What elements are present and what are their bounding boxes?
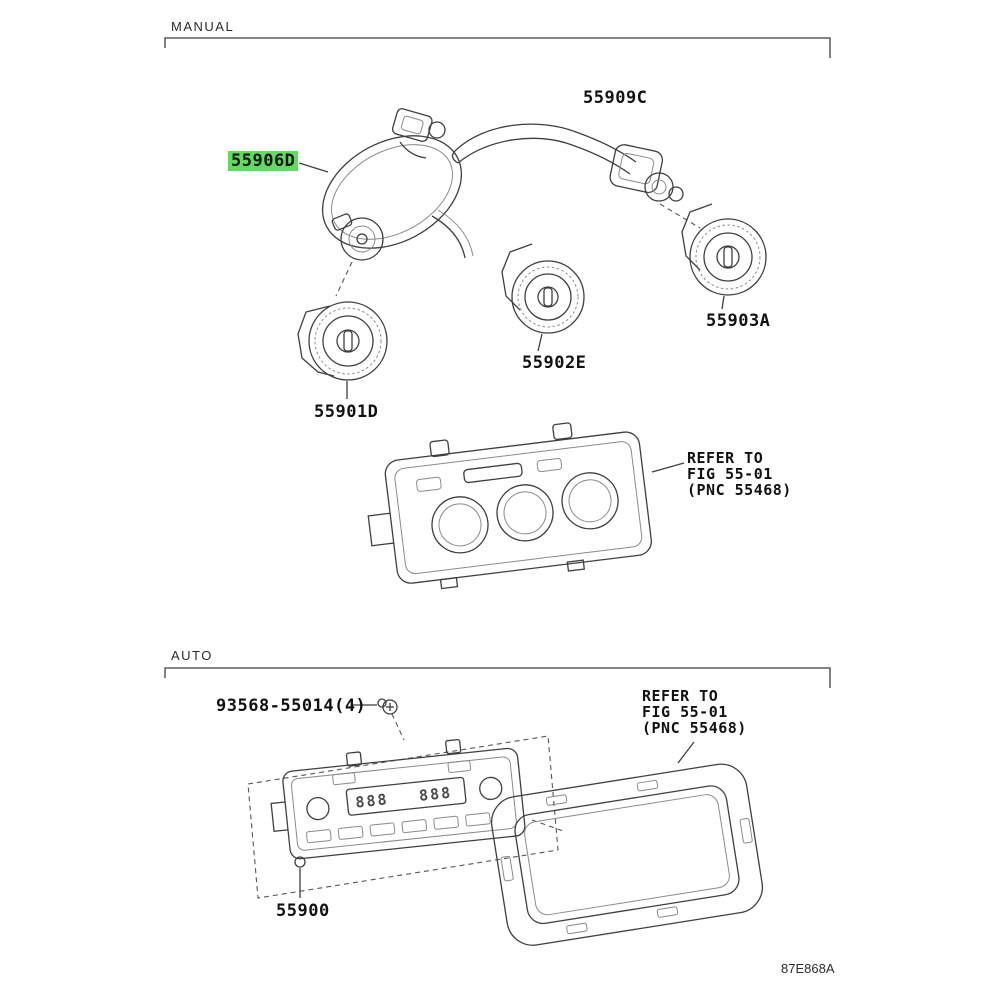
leader-55906d <box>298 162 329 173</box>
manual-panel-drawing <box>367 422 652 590</box>
manual-section-bracket <box>164 37 831 58</box>
auto-display-left: 888 <box>355 790 390 811</box>
dashed-link-panel-to-bezel <box>531 819 567 833</box>
refer-note-auto: REFER TO FIG 55-01 (PNC 55468) <box>642 688 747 736</box>
refer-note-auto-line1: REFER TO <box>642 687 719 705</box>
auto-panel-drawing: 888 888 <box>270 738 526 860</box>
knob-55903a-drawing <box>681 203 767 310</box>
part-label-55909c[interactable]: 55909C <box>583 88 648 108</box>
leader-refer-auto <box>677 741 695 764</box>
harness-55909c-drawing <box>451 123 684 202</box>
leader-55900 <box>294 856 306 898</box>
knob-55901d-drawing <box>297 301 388 399</box>
part-label-55900[interactable]: 55900 <box>276 901 330 921</box>
part-label-55902e[interactable]: 55902E <box>522 353 587 373</box>
section-label-auto: AUTO <box>171 648 213 663</box>
part-label-55906d-highlight: 55906D <box>228 151 299 171</box>
refer-note-manual-line1: REFER TO <box>687 449 764 467</box>
section-label-manual: MANUAL <box>171 19 235 34</box>
part-label-55903a[interactable]: 55903A <box>706 311 771 331</box>
dashed-link-harness-to-55903a <box>659 203 701 229</box>
harness-55906d-drawing <box>321 108 474 261</box>
dashed-link-screw <box>391 713 405 741</box>
refer-note-manual: REFER TO FIG 55-01 (PNC 55468) <box>687 450 792 498</box>
refer-note-auto-line3: (PNC 55468) <box>642 719 747 737</box>
dashed-assembly-boundary <box>247 735 559 899</box>
screw-93568-drawing <box>377 698 398 715</box>
auto-section-bracket <box>164 667 831 688</box>
part-label-55906d[interactable]: 55906D <box>228 151 299 171</box>
refer-note-manual-line3: (PNC 55468) <box>687 481 792 499</box>
auto-display-right: 888 <box>418 784 453 805</box>
knob-55902e-drawing <box>501 243 585 352</box>
diagram-code: 87E868A <box>781 961 835 976</box>
bezel-drawing <box>490 763 764 946</box>
refer-note-auto-line2: FIG 55-01 <box>642 703 728 721</box>
refer-note-manual-line2: FIG 55-01 <box>687 465 773 483</box>
part-label-55901d[interactable]: 55901D <box>314 402 379 422</box>
part-label-93568[interactable]: 93568-55014(4) <box>216 696 367 716</box>
leader-refer-manual <box>651 462 685 473</box>
dashed-link-harness-to-55901d <box>335 261 353 297</box>
